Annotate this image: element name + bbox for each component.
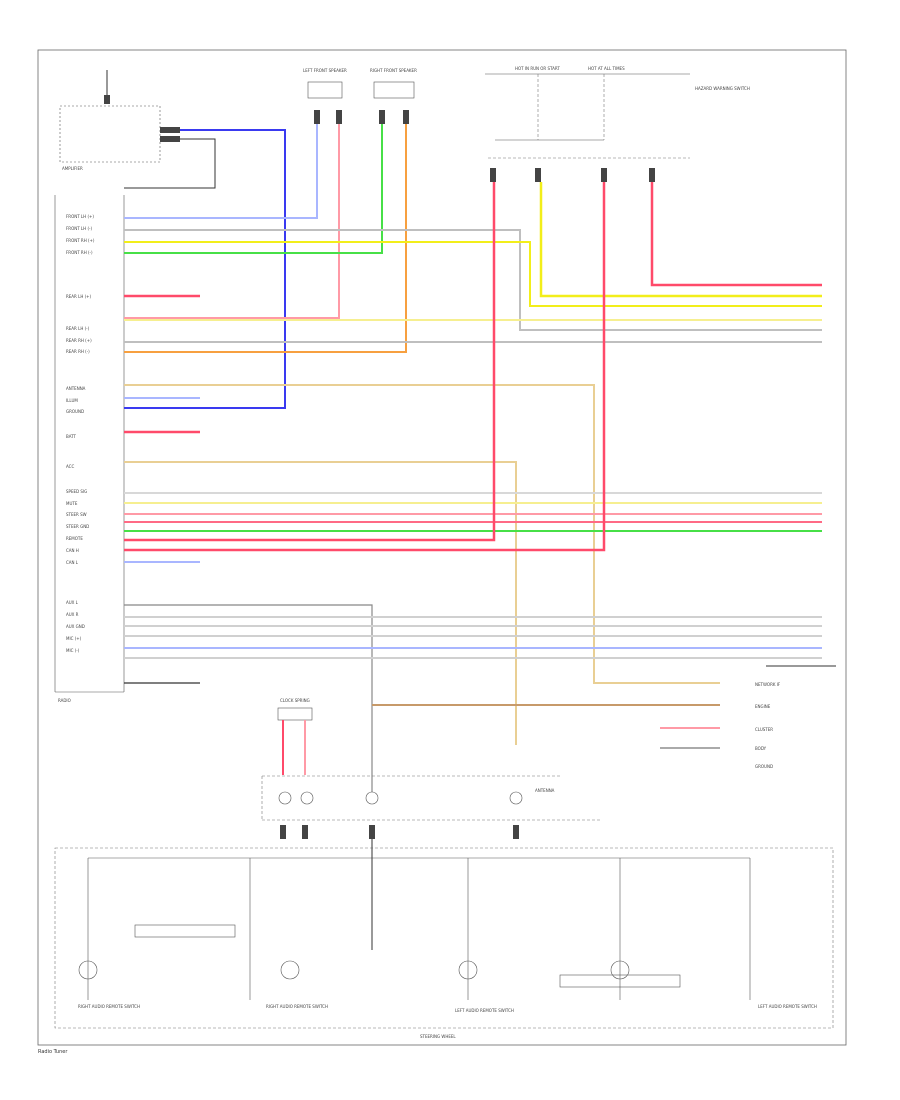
svg-text:CAN H: CAN H (66, 548, 79, 553)
wire-gray-1 (124, 229, 822, 331)
svg-text:AUX L: AUX L (66, 600, 79, 605)
wire-yel-2 (539, 182, 822, 298)
svg-text:HOT IN RUN OR START: HOT IN RUN OR START (515, 66, 560, 71)
svg-text:SPEED SIG: SPEED SIG (66, 489, 87, 494)
svg-text:ILLUM: ILLUM (66, 398, 78, 403)
svg-text:CAN L: CAN L (66, 560, 79, 565)
svg-text:FRONT RH (+): FRONT RH (+) (66, 238, 95, 243)
svg-text:REAR RH (-): REAR RH (-) (66, 349, 90, 354)
svg-text:AUX R: AUX R (66, 612, 79, 617)
svg-text:STEER SW: STEER SW (66, 512, 87, 517)
wire-tan-2 (124, 461, 517, 745)
fuse-block: HOT IN RUN OR START HOT AT ALL TIMES HAZ… (485, 66, 750, 182)
svg-text:ACC: ACC (66, 464, 74, 469)
svg-text:MUTE: MUTE (66, 501, 78, 506)
wire-rfs-2 (124, 124, 407, 353)
amplifier-label: AMPLIFIER (62, 166, 83, 171)
radio-label: RADIO (58, 698, 71, 703)
svg-text:GROUND: GROUND (66, 409, 84, 414)
steering-switches: RIGHT AUDIO REMOTE SWITCH RIGHT AUDIO RE… (54, 839, 834, 1039)
svg-text:STEER GND: STEER GND (66, 524, 89, 529)
left-front-speaker: LEFT FRONT SPEAKER (303, 68, 347, 124)
svg-text:RIGHT AUDIO REMOTE SWITCH: RIGHT AUDIO REMOTE SWITCH (266, 1004, 328, 1009)
wire-lfs-2 (124, 124, 340, 319)
wire-red-4 (124, 182, 496, 542)
wire-tan-net (124, 384, 720, 684)
svg-text:LEFT FRONT SPEAKER: LEFT FRONT SPEAKER (303, 68, 347, 73)
svg-text:RIGHT FRONT SPEAKER: RIGHT FRONT SPEAKER (370, 68, 417, 73)
svg-text:BODY: BODY (755, 746, 767, 751)
svg-text:LEFT AUDIO REMOTE SWITCH: LEFT AUDIO REMOTE SWITCH (758, 1004, 817, 1009)
svg-text:HOT AT ALL TIMES: HOT AT ALL TIMES (588, 66, 625, 71)
svg-text:FRONT LH (+): FRONT LH (+) (66, 214, 94, 219)
svg-text:NETWORK IF: NETWORK IF (755, 682, 781, 687)
diagram-frame (37, 49, 847, 1046)
wire-yel-1 (124, 241, 822, 307)
right-front-speaker: RIGHT FRONT SPEAKER (370, 68, 417, 124)
svg-text:ANTENNA: ANTENNA (66, 386, 86, 391)
svg-text:LEFT AUDIO REMOTE SWITCH: LEFT AUDIO REMOTE SWITCH (455, 1008, 514, 1013)
pin-labels: FRONT LH (+) FRONT LH (-) FRONT RH (+) F… (66, 214, 95, 653)
svg-text:FRONT RH (-): FRONT RH (-) (66, 250, 93, 255)
svg-text:HAZARD WARNING SWITCH: HAZARD WARNING SWITCH (695, 86, 750, 91)
svg-text:ENGINE: ENGINE (755, 704, 771, 709)
right-connectors: NETWORK IF ENGINE CLUSTER BODY GROUND (755, 665, 836, 769)
svg-text:BATT: BATT (66, 434, 77, 439)
wire-lfs-1 (124, 124, 318, 219)
svg-text:CLOCK SPRING: CLOCK SPRING (280, 698, 310, 703)
wire-red-1 (650, 182, 822, 287)
clock-spring: CLOCK SPRING ANTENNA (261, 698, 600, 839)
svg-text:REAR RH (+): REAR RH (+) (66, 338, 92, 343)
wires (124, 124, 822, 792)
wire-blue-amp (124, 129, 286, 409)
svg-text:AUX GND: AUX GND (66, 624, 85, 629)
svg-text:REMOTE: REMOTE (66, 536, 83, 541)
svg-text:CLUSTER: CLUSTER (755, 727, 773, 732)
wire-blue-amp-2 (124, 138, 216, 189)
svg-text:MIC (+): MIC (+) (66, 636, 82, 641)
svg-text:RIGHT AUDIO REMOTE SWITCH: RIGHT AUDIO REMOTE SWITCH (78, 1004, 140, 1009)
wire-red-5 (124, 182, 606, 552)
bottom-label: STEERING WHEEL (420, 1034, 456, 1039)
wire-gray-4 (124, 604, 373, 792)
svg-text:REAR LH (+): REAR LH (+) (66, 294, 92, 299)
svg-text:REAR LH (-): REAR LH (-) (66, 326, 90, 331)
svg-text:GROUND: GROUND (755, 764, 773, 769)
radio-block: RADIO (54, 195, 125, 703)
footer-label: Radio Tuner (38, 1049, 68, 1055)
svg-text:MIC (-): MIC (-) (66, 648, 80, 653)
wire-rfs-1 (124, 124, 383, 254)
svg-text:ANTENNA: ANTENNA (535, 788, 555, 793)
amplifier-block: AMPLIFIER (59, 70, 180, 171)
svg-text:FRONT LH (-): FRONT LH (-) (66, 226, 92, 231)
